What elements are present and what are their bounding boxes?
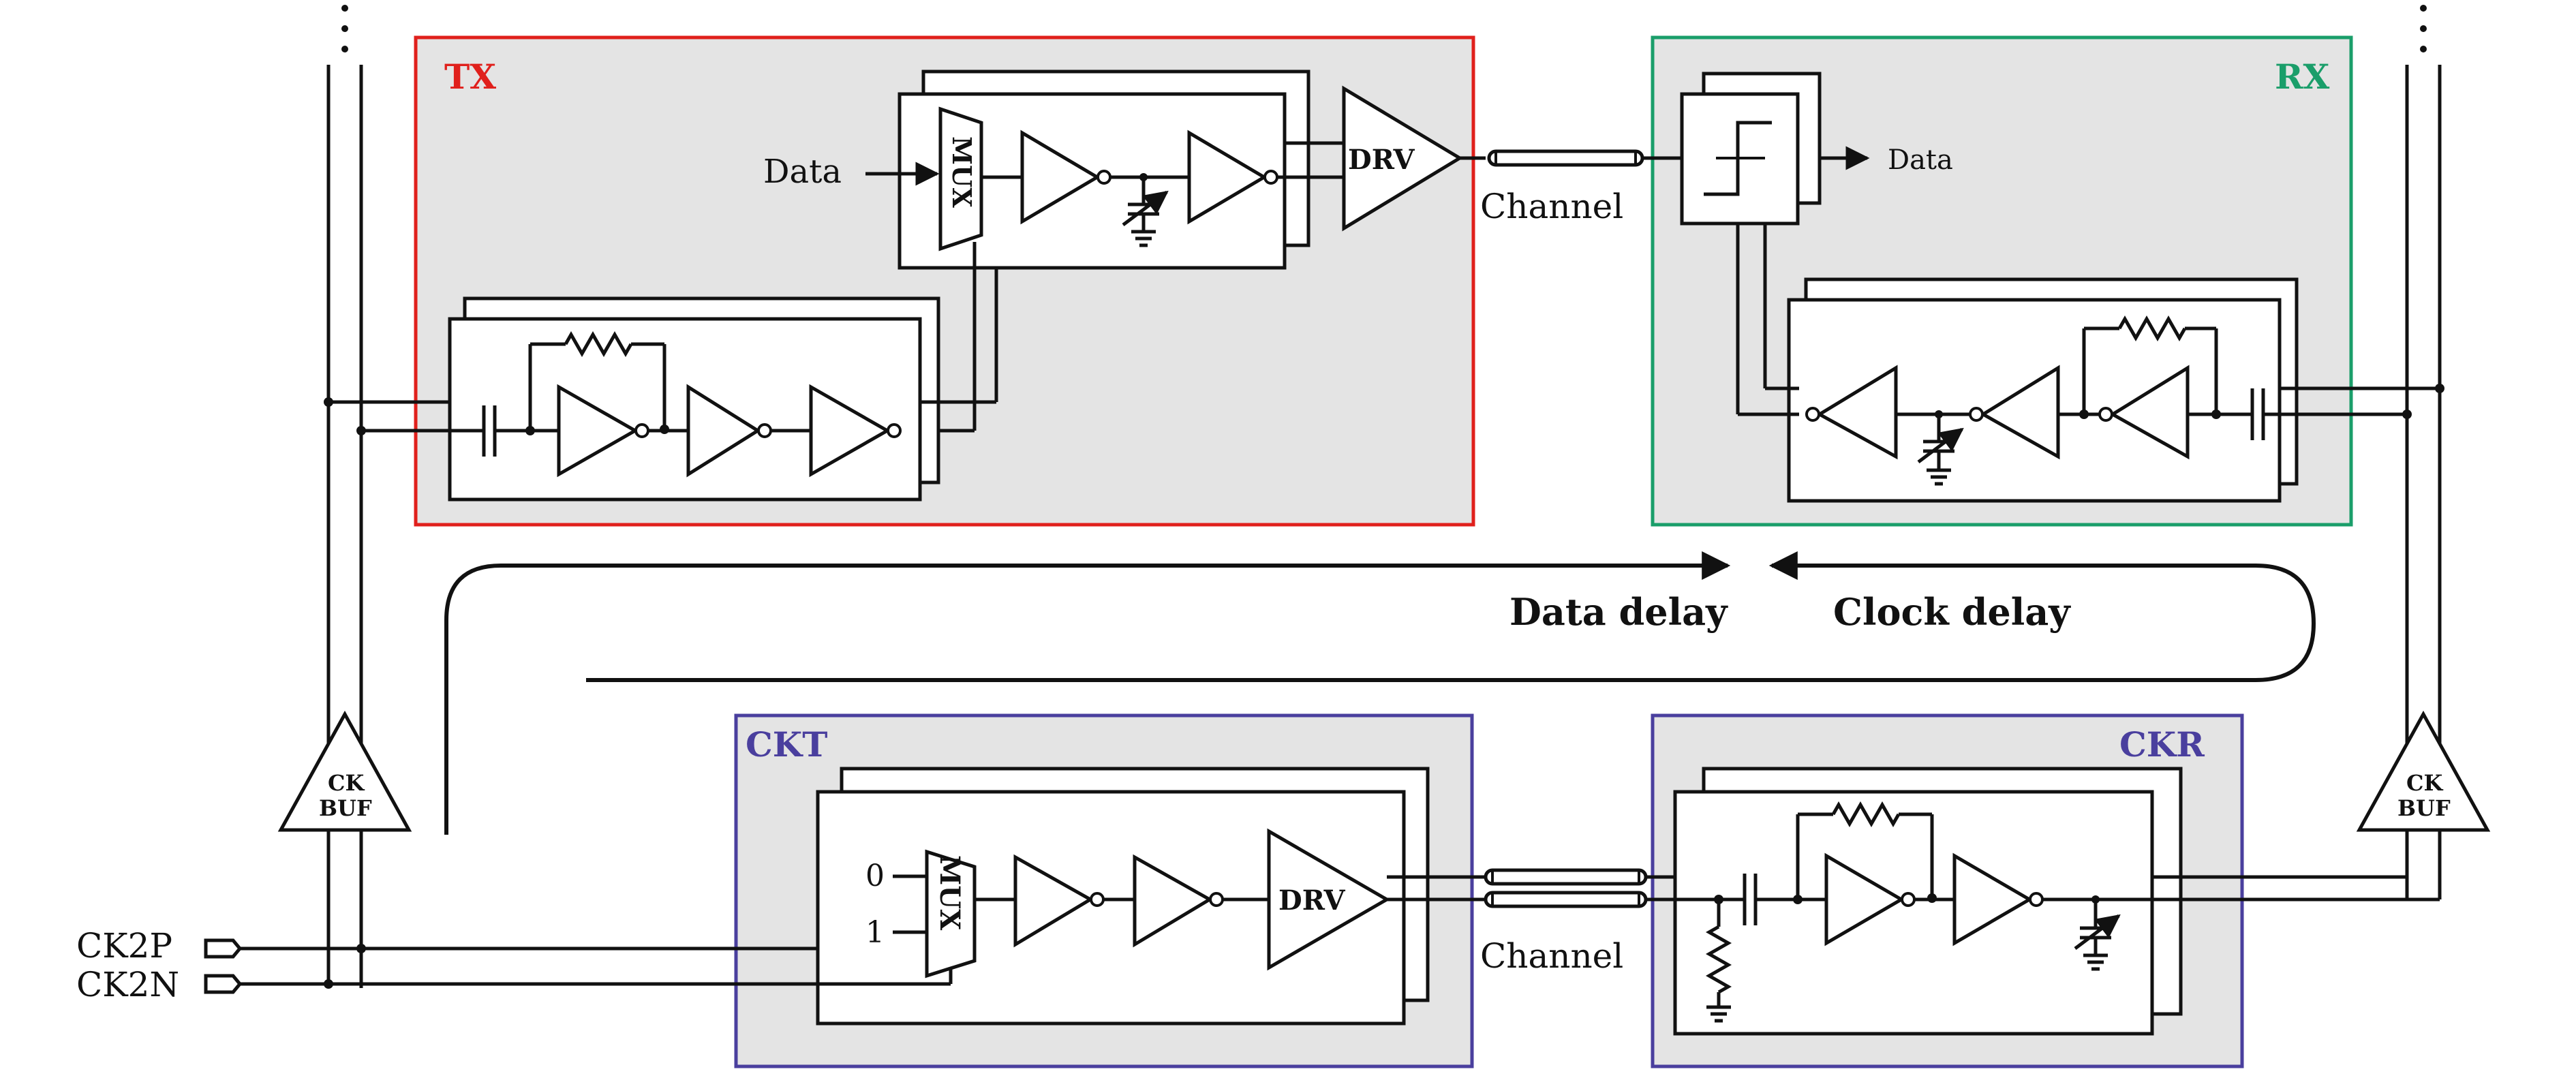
port-ck2n [204, 974, 243, 994]
data-delay-label: Data delay [1509, 590, 1728, 634]
port-ck2p-label: CK2P [76, 926, 172, 966]
top-channel [1487, 149, 1682, 167]
delay-loop [444, 551, 2316, 835]
ckt-mux-label: MUX [934, 855, 966, 930]
rx-variable-cap [1917, 414, 1964, 486]
tx-driver [1342, 85, 1463, 232]
ckr-label: CKR [2119, 724, 2205, 765]
right-ck-buf-line1: CK [2406, 770, 2443, 796]
port-ck2p [204, 938, 243, 959]
tx-mux [938, 106, 983, 251]
bottom-channel [1484, 868, 1648, 908]
bottom-channel-label: Channel [1480, 936, 1623, 976]
right-ck-buf-line2: BUF [2397, 795, 2451, 821]
left-ck-buffer [277, 710, 412, 832]
clock-delay-label: Clock delay [1833, 590, 2071, 634]
ckt-label: CKT [746, 724, 827, 765]
continuation-dots [341, 5, 2427, 52]
tx-label: TX [444, 57, 496, 97]
tx-drv-label: DRV [1348, 144, 1415, 176]
ckt-drv-label: DRV [1278, 884, 1346, 917]
tx-data-label: Data [763, 153, 842, 191]
port-ck2n-label: CK2N [76, 965, 179, 1004]
tx-variable-cap [1122, 177, 1169, 247]
rx-label: RX [2275, 57, 2330, 97]
top-channel-label: Channel [1480, 187, 1623, 226]
ckt-input-1: 1 [865, 915, 885, 950]
ckr-variable-cap [2074, 899, 2121, 971]
ckt-input-0: 0 [865, 859, 885, 893]
ckt-driver [1267, 828, 1390, 971]
ckt-mux [925, 849, 977, 979]
left-ck-buf-line1: CK [328, 770, 365, 796]
left-ck-buf-line2: BUF [319, 795, 372, 821]
tx-mux-label: MUX [947, 136, 977, 208]
rx-data-label: Data [1888, 144, 1953, 176]
right-ck-buffer [2356, 710, 2491, 832]
